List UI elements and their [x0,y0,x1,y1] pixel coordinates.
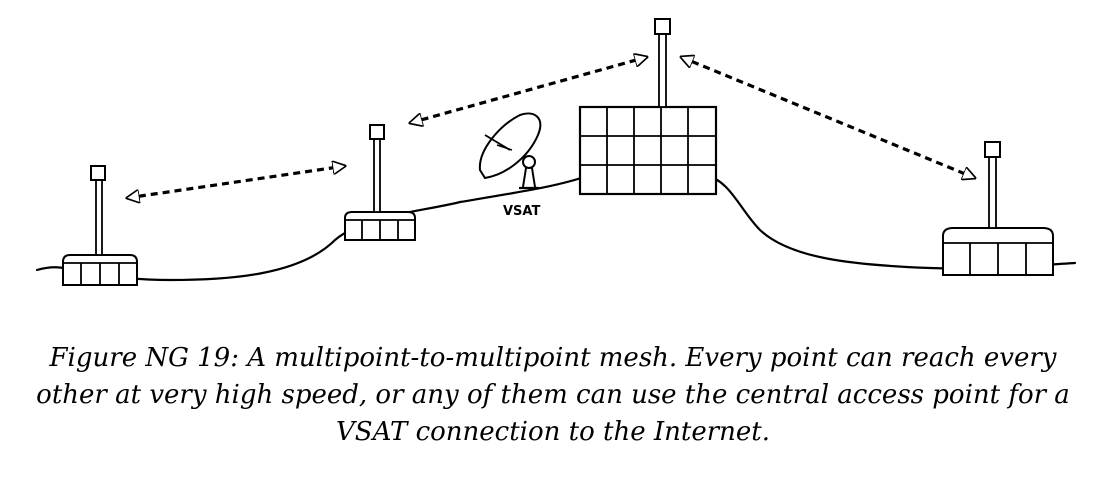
link-arrow-central-to-right [681,57,975,178]
caption-line-3: VSAT connection to the Internet. [336,417,770,447]
mid-left-building [344,211,416,241]
central-access-point-building [578,105,718,196]
left-antenna-mast [90,165,106,256]
figure-caption: Figure NG 19: A multipoint-to-multipoint… [10,340,1096,451]
link-arrow-midleft-to-central [410,57,647,123]
mid-left-antenna-mast [369,124,385,213]
vsat-dish-icon [478,112,542,190]
terrain-line [35,173,1077,282]
left-building [62,254,138,286]
link-arrow-left-to-midleft [127,166,345,198]
mesh-network-diagram: VSAT [35,18,1077,286]
right-building [942,227,1054,276]
caption-line-2: other at very high speed, or any of them… [36,380,1070,410]
right-antenna-mast [984,141,1001,229]
vsat-label: VSAT [503,204,540,219]
central-antenna-mast [654,18,671,108]
caption-line-1: Figure NG 19: A multipoint-to-multipoint… [49,343,1057,373]
